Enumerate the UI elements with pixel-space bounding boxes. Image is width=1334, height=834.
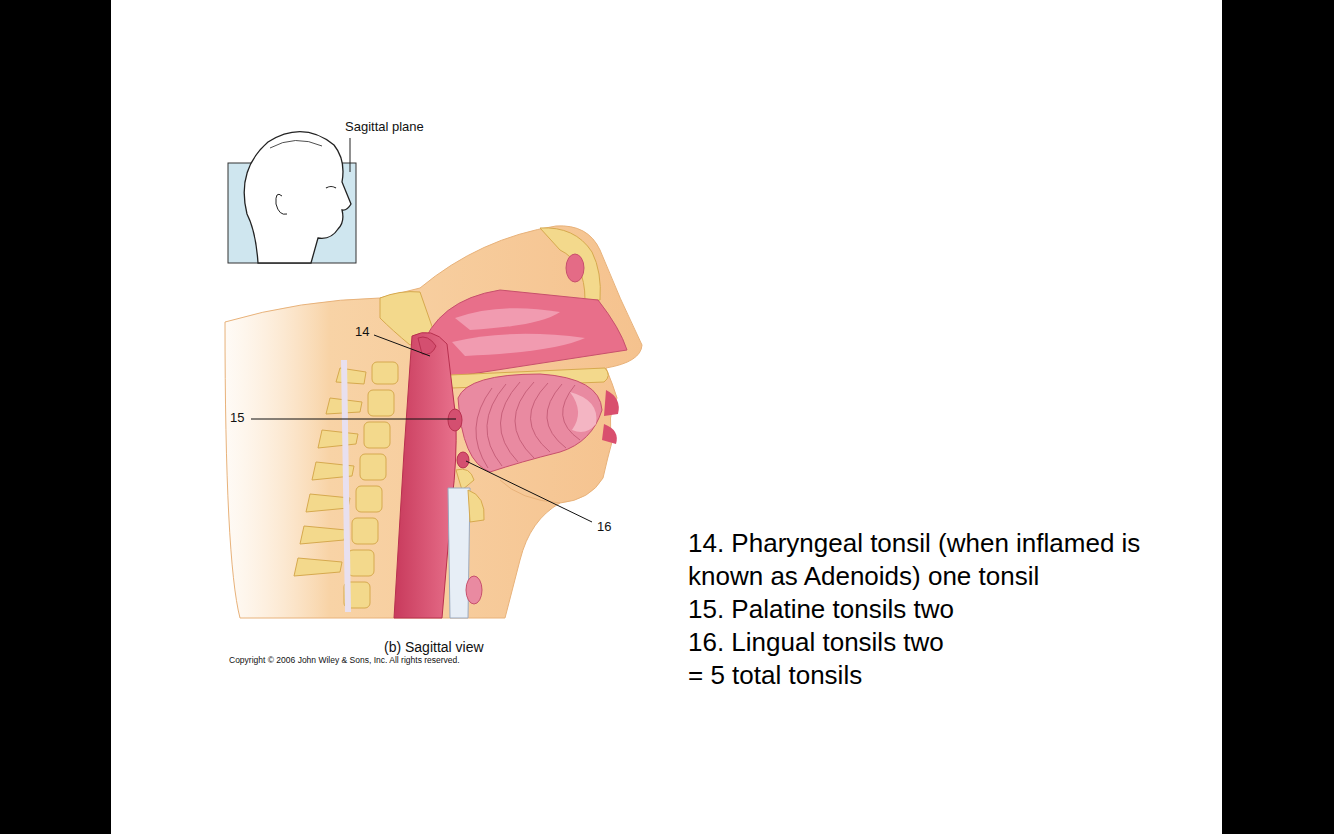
leader-lines-part xyxy=(466,461,592,522)
sagittal-section-part xyxy=(457,452,469,468)
sagittal-section-part-part xyxy=(294,558,342,576)
notes-block: 14. Pharyngeal tonsil (when inflamed is … xyxy=(688,527,1158,692)
sagittal-section-part xyxy=(602,390,619,444)
sagittal-section-part xyxy=(455,308,560,330)
callout-number: 16 xyxy=(597,520,611,535)
sagittal-section-part xyxy=(448,409,462,431)
sagittal-section-part-part xyxy=(515,382,534,458)
copyright-note: Copyright © 2006 John Wiley & Sons, Inc.… xyxy=(229,656,460,666)
sagittal-section-part-part xyxy=(300,526,346,544)
inset-head-part xyxy=(326,187,336,189)
inset-head-part xyxy=(350,138,351,172)
inset-head xyxy=(228,132,356,263)
sagittal-section-part xyxy=(566,254,584,282)
sagittal-section-part-part xyxy=(348,550,374,576)
sagittal-section-part-part xyxy=(530,383,550,452)
note-line: 14. Pharyngeal tonsil (when inflamed is … xyxy=(688,527,1158,593)
sagittal-section-part-part xyxy=(500,382,520,462)
sagittal-section-part xyxy=(540,228,600,300)
note-line: = 5 total tonsils xyxy=(688,659,1158,692)
inset-head-part xyxy=(270,140,322,148)
sagittal-section-part xyxy=(456,469,474,490)
figure-caption: (b) Sagittal view xyxy=(384,639,484,655)
sagittal-section-part-part xyxy=(368,390,394,416)
inset-head-part xyxy=(244,132,351,263)
sagittal-section-part xyxy=(466,576,482,604)
sagittal-section-part xyxy=(225,226,642,618)
sagittal-section-part-part xyxy=(372,362,398,384)
sagittal-section-part xyxy=(570,392,596,432)
sagittal-section-part-part xyxy=(547,384,566,448)
callout-number: 15 xyxy=(230,411,244,426)
sagittal-section-part xyxy=(468,490,484,522)
inset-head-part xyxy=(276,194,287,214)
sagittal-section xyxy=(225,226,642,618)
sagittal-section-part-part xyxy=(487,384,506,466)
note-line: 15. Palatine tonsils two xyxy=(688,593,1158,626)
sagittal-section-part xyxy=(394,332,456,618)
sagittal-section-part xyxy=(452,334,585,356)
sagittal-section-part-part xyxy=(364,422,390,448)
sagittal-section-part xyxy=(420,290,627,378)
sagittal-section-part xyxy=(458,374,602,472)
leader-lines xyxy=(251,335,592,522)
callout-number: 14 xyxy=(355,325,369,340)
sagittal-section-part-part xyxy=(356,486,382,512)
sagittal-section-part-part xyxy=(360,454,386,480)
side-bars-part xyxy=(1222,0,1334,834)
sagittal-section-part-part xyxy=(318,430,358,448)
sagittal-section-part xyxy=(418,337,436,354)
plane-label: Sagittal plane xyxy=(345,120,424,135)
note-line: 16. Lingual tonsils two xyxy=(688,626,1158,659)
sagittal-section-part xyxy=(344,360,348,612)
sagittal-section-part-part xyxy=(352,518,378,544)
sagittal-section-part xyxy=(476,382,580,468)
sagittal-section-part xyxy=(448,488,470,618)
side-bars-part xyxy=(0,0,111,834)
leader-lines-part xyxy=(374,335,430,356)
sagittal-section-part-part xyxy=(336,368,366,384)
sagittal-section-part-part xyxy=(476,388,492,468)
leader-lines-part xyxy=(251,419,456,420)
